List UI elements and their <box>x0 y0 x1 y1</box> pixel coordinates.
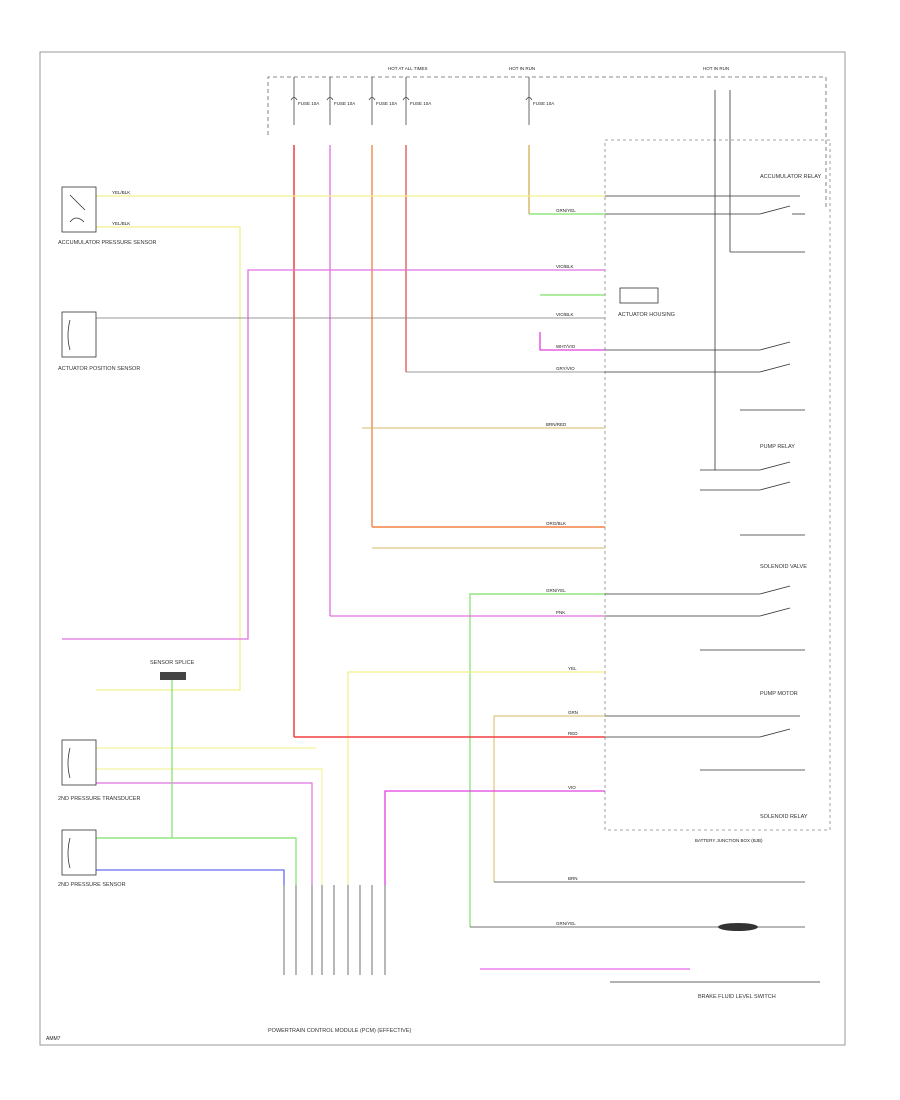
left-component-4: 2ND PRESSURE SENSOR <box>58 882 126 888</box>
wire-label-8: BRN/RED <box>546 422 567 427</box>
horizontal-wires <box>62 195 805 970</box>
pcm-connector <box>283 885 386 975</box>
fuse-label-2: FUSE 10A <box>334 101 355 106</box>
left-component-1: ACCUMULATOR PRESSURE SENSOR <box>58 240 157 246</box>
splice-label: SENSOR SPLICE <box>150 660 195 666</box>
fuse-label-4: FUSE 10A <box>410 101 431 106</box>
box-label: BATTERY JUNCTION BOX (BJB) <box>695 838 763 843</box>
actuator-housing-box <box>619 287 659 304</box>
top-label-2: HOT IN RUN <box>509 66 535 71</box>
wire-label-9: ORG/BLK <box>546 521 566 526</box>
page-id: AMM7 <box>46 1036 61 1042</box>
wire-label-13: GRN <box>568 710 578 715</box>
diagram-frame <box>39 51 846 1046</box>
power-bus-dashed <box>267 76 827 210</box>
wire-label-10: GRN/YEL <box>546 588 566 593</box>
right-component-1: ACCUMULATOR RELAY <box>760 174 821 180</box>
right-component-5: SOLENOID RELAY <box>760 814 808 820</box>
bottom-right-label: BRAKE FLUID LEVEL SWITCH <box>698 994 776 1000</box>
fuse-label-5: FUSE 10A <box>533 101 554 106</box>
left-component-2: ACTUATOR POSITION SENSOR <box>58 366 140 372</box>
wire-label-2: YEL/BLK <box>112 221 130 226</box>
top-label-3: HOT IN RUN <box>703 66 729 71</box>
splice-box <box>160 672 186 680</box>
wire-label-16: BRN <box>568 876 578 881</box>
wire-label-15: VIO <box>568 785 576 790</box>
right-module-box <box>604 139 831 831</box>
wire-label-17: GRN/YEL <box>556 921 576 926</box>
wire-label-7: GRY/VIO <box>556 366 575 371</box>
top-label-1: HOT AT ALL TIMES <box>388 66 428 71</box>
left-component-3: 2ND PRESSURE TRANSDUCER <box>58 796 140 802</box>
left-sensors <box>61 186 97 876</box>
wire-label-6: WHT/VIO <box>556 344 576 349</box>
pcm-label: POWERTRAIN CONTROL MODULE (PCM) (EFFECTI… <box>268 1028 411 1034</box>
fuse-group <box>290 77 533 125</box>
wire-label-5: VIO/BLK <box>556 312 574 317</box>
relay-switches <box>605 90 805 771</box>
right-component-3: SOLENOID VALVE <box>760 564 807 570</box>
fuse-label-3: FUSE 10A <box>376 101 397 106</box>
ground-connector <box>718 923 758 931</box>
wire-label-3: GRN/YEL <box>556 208 576 213</box>
right-component-2: PUMP RELAY <box>760 444 795 450</box>
wire-label-11: PNK <box>556 610 565 615</box>
fuse-label-1: FUSE 10A <box>298 101 319 106</box>
wire-label-4: VIO/BLK <box>556 264 574 269</box>
module-label: ACTUATOR HOUSING <box>618 312 675 318</box>
wire-label-1: YEL/BLK <box>112 190 130 195</box>
wire-label-12: YEL <box>568 666 577 671</box>
right-component-4: PUMP MOTOR <box>760 691 798 697</box>
wire-label-14: RED <box>568 731 578 736</box>
